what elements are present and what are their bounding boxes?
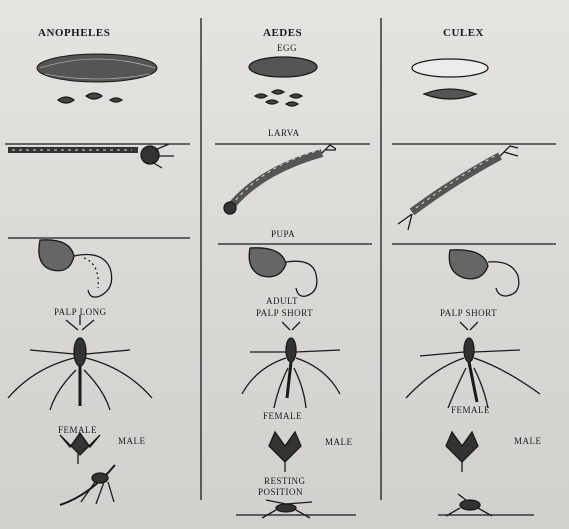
aedes-egg-illustration <box>249 57 317 106</box>
aedes-female-label: FEMALE <box>263 411 302 421</box>
aedes-female-male-heads <box>269 432 301 472</box>
culex-male-label: MALE <box>514 436 542 446</box>
aedes-resting-illustration <box>236 500 356 518</box>
aedes-pupa-illustration <box>218 244 372 296</box>
aedes-resting-label-line2: POSITION <box>258 487 303 497</box>
anopheles-female-male-heads <box>60 433 100 464</box>
aedes-pupa-label: PUPA <box>271 229 295 239</box>
anopheles-resting-illustration <box>60 465 115 505</box>
aedes-resting-label-line1: RESTING <box>264 476 306 486</box>
anopheles-pupa-illustration <box>8 238 190 297</box>
anopheles-larva-illustration <box>5 144 190 168</box>
culex-palp-label: PALP SHORT <box>440 308 497 318</box>
culex-female-label: FEMALE <box>451 405 490 415</box>
anopheles-adult-illustration <box>8 315 152 410</box>
aedes-larva-label: LARVA <box>268 128 300 138</box>
aedes-palp-label: PALP SHORT <box>256 308 313 318</box>
aedes-male-label: MALE <box>325 437 353 447</box>
culex-larva-illustration <box>392 144 556 230</box>
culex-resting-illustration <box>438 494 534 516</box>
anopheles-male-label: MALE <box>118 436 146 446</box>
culex-adult-illustration <box>406 322 540 408</box>
anopheles-palp-label: PALP LONG <box>54 307 107 317</box>
anopheles-egg-illustration <box>37 54 157 103</box>
culex-egg-illustration <box>412 59 488 99</box>
anopheles-title: ANOPHELES <box>38 27 110 39</box>
culex-title: CULEX <box>443 27 484 39</box>
aedes-title: AEDES <box>263 27 302 39</box>
aedes-adult-label: ADULT <box>266 296 298 306</box>
anopheles-female-label: FEMALE <box>58 425 97 435</box>
aedes-egg-label: EGG <box>277 43 297 53</box>
aedes-adult-illustration <box>242 322 340 408</box>
culex-female-male-heads <box>446 432 478 472</box>
aedes-larva-illustration <box>215 144 370 214</box>
culex-pupa-illustration <box>392 244 556 296</box>
